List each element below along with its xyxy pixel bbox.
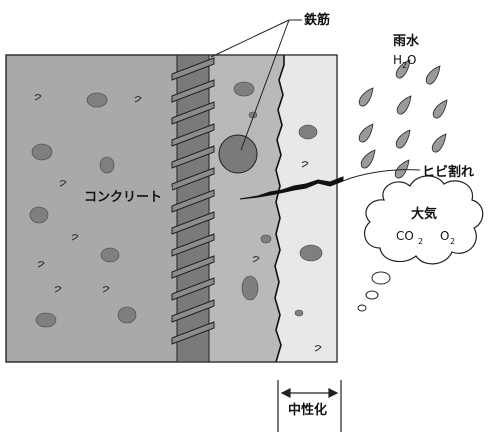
svg-text:2: 2: [450, 237, 455, 246]
svg-text:2: 2: [418, 237, 423, 246]
atmosphere-gases: CO 2 O 2: [396, 229, 455, 246]
atmosphere-label: 大気: [411, 206, 437, 222]
large-aggregate: [218, 134, 258, 174]
neutralized-zone: [275, 55, 337, 362]
aggregates: [29, 81, 323, 328]
rebar-label: 鉄筋: [304, 12, 330, 28]
svg-text:O: O: [407, 53, 416, 67]
svg-text:CO: CO: [396, 229, 414, 243]
leader-lines: [210, 19, 421, 182]
svg-text:H: H: [393, 53, 402, 67]
concrete-label: コンクリート: [84, 190, 162, 205]
atmosphere-cloud: [363, 175, 484, 265]
crack: [239, 176, 344, 200]
svg-text:2: 2: [402, 61, 407, 70]
concrete-cover-zone: [209, 55, 284, 362]
raindrops: [358, 59, 448, 179]
svg-text:O: O: [440, 229, 449, 243]
neutralization-front-line: [274, 55, 285, 363]
crack-label: ヒビ割れ: [422, 164, 474, 180]
neutralization-label: 中性化: [288, 402, 327, 418]
neutralization-dimension: [277, 380, 342, 432]
water-formula: H 2 O: [393, 53, 416, 70]
rainwater-label: 雨水: [393, 33, 420, 49]
small-particles: [34, 94, 322, 352]
thought-bubbles: [357, 271, 391, 312]
